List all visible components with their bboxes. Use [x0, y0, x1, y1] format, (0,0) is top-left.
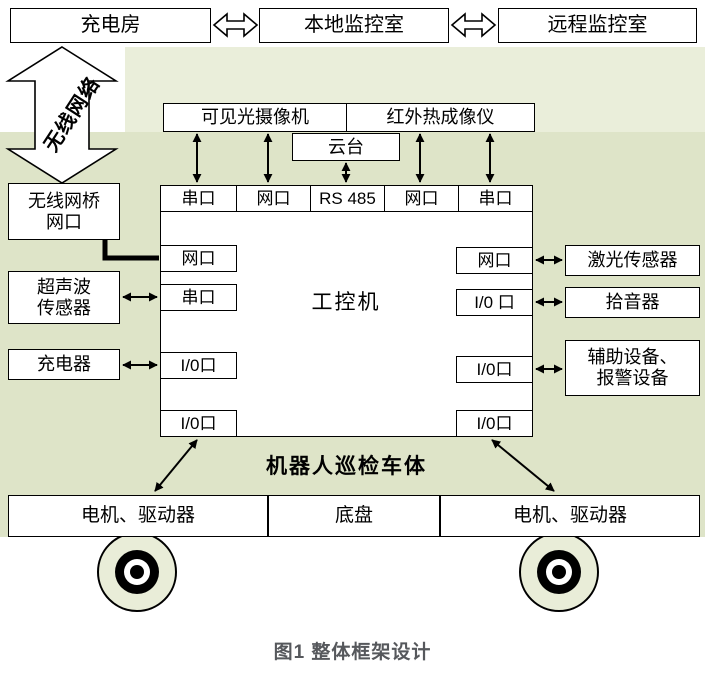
- port-right-io-2: I/0口: [456, 356, 533, 383]
- sound-pickup-box: 拾音器: [565, 287, 700, 318]
- aux-alarm-box: 辅助设备、 报警设备: [565, 340, 700, 396]
- thermal-imager-box: 红外热成像仪: [346, 103, 535, 132]
- chassis-box: 底盘: [268, 495, 440, 537]
- visible-camera-box: 可见光摄像机: [163, 103, 347, 132]
- arrow-io-motor-left: [154, 439, 198, 492]
- port-left-serial: 串口: [160, 284, 237, 311]
- port-top-serial-1: 串口: [160, 185, 237, 212]
- local-monitoring-box: 本地监控室: [259, 8, 449, 43]
- wheel-left-icon: [97, 532, 177, 612]
- thick-link-bridge-lan: [102, 238, 159, 261]
- ipc-label: 工控机: [311, 291, 381, 314]
- gimbal-box: 云台: [292, 133, 400, 161]
- port-left-io-2: I/0口: [160, 410, 237, 437]
- port-right-io-3: I/0口: [456, 410, 533, 437]
- port-right-io-1: I/0 口: [456, 289, 533, 316]
- ultrasonic-sensor-box: 超声波 传感器: [8, 271, 120, 324]
- port-top-lan-2: 网口: [384, 185, 459, 212]
- wheel-right-icon: [519, 532, 599, 612]
- remote-monitoring-box: 远程监控室: [498, 8, 697, 43]
- motor-driver-left-box: 电机、驱动器: [8, 495, 268, 537]
- robot-body-label: 机器人巡检车体: [266, 455, 427, 478]
- motor-driver-right-box: 电机、驱动器: [440, 495, 700, 537]
- figure-caption: 图1 整体框架设计: [273, 642, 432, 663]
- port-right-lan: 网口: [456, 247, 533, 274]
- port-left-io-1: I/0口: [160, 352, 237, 379]
- charger-box: 充电器: [8, 349, 120, 380]
- port-left-lan: 网口: [160, 245, 237, 272]
- block-arrow-local-remote: [450, 12, 497, 38]
- arrow-io-motor-right: [491, 439, 555, 492]
- laser-sensor-box: 激光传感器: [565, 245, 700, 276]
- wireless-bridge-box: 无线网桥 网口: [8, 183, 120, 240]
- port-top-lan-1: 网口: [236, 185, 311, 212]
- charging-room-box: 充电房: [10, 8, 211, 43]
- port-top-serial-2: 串口: [458, 185, 533, 212]
- block-arrow-charging-local: [212, 12, 259, 38]
- port-top-rs485: RS 485: [310, 185, 385, 212]
